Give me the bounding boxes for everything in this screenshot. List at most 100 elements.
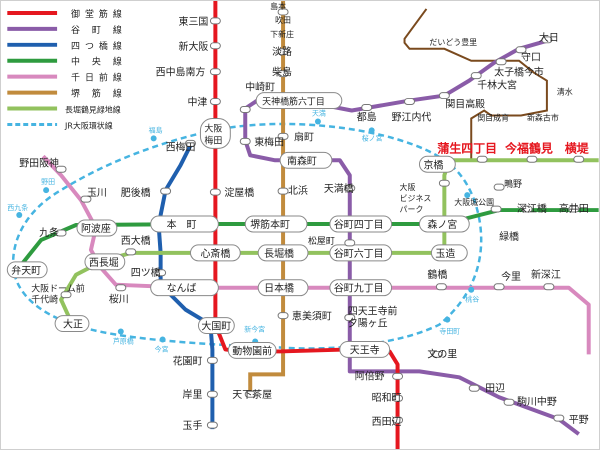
station-label-nagahoribashi: 長堀橋 bbox=[264, 247, 294, 260]
station-tick-noe bbox=[404, 98, 415, 106]
station-label-shitennoji-1: 四天王寺前 bbox=[348, 305, 398, 318]
station-tick-yotsubashi bbox=[155, 269, 167, 277]
labels-sakaisuji: 島本 吹田 下新庄 淡路 柴島 天神橋筋六丁目 扇町 南森町 北浜 堺筋本町 長… bbox=[232, 1, 332, 401]
station-marker-umeda[interactable] bbox=[199, 117, 231, 149]
station-tick-kujo bbox=[55, 229, 67, 237]
station-tick-moriguchi bbox=[515, 46, 527, 54]
station-label-nakatsu: 中津 bbox=[188, 96, 208, 109]
labels-yotsubashi: 西梅田 肥後橋 四ツ橋 花園町 岸里 玉手 bbox=[121, 140, 203, 432]
station-label-tanimachi6: 谷町六丁目 bbox=[334, 248, 384, 260]
station-marker-daikokucho[interactable] bbox=[197, 317, 235, 335]
station-marker-tanimachi4[interactable] bbox=[329, 215, 393, 233]
station-label-osakajo: 大阪城公園 bbox=[454, 197, 494, 207]
station-tick-abeno bbox=[392, 372, 404, 380]
jr-station-ashiharabashi bbox=[117, 328, 124, 335]
station-label-ebisucho: 恵美須町 bbox=[292, 310, 332, 323]
station-markers bbox=[6, 92, 470, 359]
station-label-sekime-seiiku: 関目成育 bbox=[477, 112, 509, 122]
station-tick-shimamoto bbox=[277, 8, 289, 16]
station-marker-shinsaibashi[interactable] bbox=[189, 244, 241, 262]
station-marker-bentencho[interactable] bbox=[6, 261, 48, 279]
jr-label-temma: 天満 bbox=[312, 109, 326, 117]
station-label-minamimorimachi: 南森町 bbox=[287, 154, 317, 167]
station-label-nipponbashi: 日本橋 bbox=[264, 282, 294, 295]
station-tick-ebisucho bbox=[277, 312, 289, 320]
station-tick-yokozutsumi bbox=[573, 155, 585, 163]
station-label-bentencho: 弁天町 bbox=[11, 264, 41, 277]
station-tick-showacho bbox=[392, 394, 404, 402]
station-tick-takaida bbox=[568, 205, 580, 213]
station-label-shigino: 鴫野 bbox=[504, 178, 522, 190]
station-label-noda: 野田阪神 bbox=[19, 156, 59, 169]
station-label-dydo: だいどう豊里 bbox=[429, 37, 477, 47]
legend-item-midosuji: 御堂筋線 bbox=[7, 8, 122, 20]
station-marker-nishinagahori[interactable] bbox=[84, 253, 126, 271]
station-tick-higashiumeda bbox=[239, 137, 251, 145]
station-marker-minamimorimachi[interactable] bbox=[279, 151, 333, 169]
station-tick-shitennoji bbox=[344, 314, 356, 322]
station-label-tamatsukuri: 玉造 bbox=[435, 247, 455, 260]
station-label-shinmoriguchi: 新森古市 bbox=[527, 112, 559, 122]
station-label-domemae-1: 大阪ドーム前 bbox=[31, 283, 84, 295]
station-label-tamade: 玉手 bbox=[183, 419, 203, 432]
station-marker-namba[interactable] bbox=[150, 279, 219, 297]
station-tick-nishinakajima bbox=[209, 68, 221, 76]
station-marker-tamatsukuri[interactable] bbox=[430, 244, 468, 262]
jr-label-noda: 野田 bbox=[41, 178, 55, 186]
station-marker-awaza[interactable] bbox=[76, 219, 118, 237]
station-marker-tennoji[interactable] bbox=[339, 340, 391, 358]
station-marker-dobutsuen[interactable] bbox=[227, 341, 277, 359]
station-marker-morinomiya[interactable] bbox=[418, 215, 470, 233]
station-tick-nakatsu bbox=[209, 98, 221, 106]
station-label-higashiumeda: 東梅田 bbox=[254, 135, 284, 148]
station-tick-ogimachi bbox=[277, 132, 289, 140]
station-label-ogimachi: 扇町 bbox=[294, 130, 314, 143]
jr-station-fukushima bbox=[150, 135, 157, 142]
highlight-yokozutsumi: 横堤 bbox=[565, 140, 590, 155]
highlight-gamo: 蒲生四丁目 bbox=[437, 140, 497, 155]
keihan-line bbox=[403, 8, 548, 161]
station-label-nakazakicho: 中崎町 bbox=[245, 81, 275, 94]
station-tick-hanazonocho bbox=[206, 356, 218, 364]
station-label-dainichi: 大日 bbox=[539, 31, 559, 44]
station-marker-tanimachi6[interactable] bbox=[329, 244, 393, 262]
station-tick-taishibashi bbox=[495, 58, 507, 66]
jr-label-sakuranomiya: 桜ノ宮 bbox=[362, 133, 383, 142]
station-label-midoribashi: 緑橋 bbox=[499, 230, 519, 243]
station-marker-sakaisujihonmachi[interactable] bbox=[244, 215, 308, 233]
station-label-nishitanabe: 西田辺 bbox=[372, 416, 402, 428]
legend-label-tanimachi: 谷町線 bbox=[71, 24, 134, 36]
station-marker-taisho[interactable] bbox=[54, 315, 90, 333]
station-marker-honmachi[interactable] bbox=[150, 215, 219, 233]
jr-label-teradacho: 寺田町 bbox=[439, 328, 460, 336]
station-label-tenmabashi: 天満橋 bbox=[324, 182, 354, 195]
jr-label-imamiya: 今宮 bbox=[155, 344, 169, 353]
station-tick-higashimikuni bbox=[209, 17, 221, 25]
station-label-nishiohashi: 西大橋 bbox=[121, 234, 151, 247]
station-tick-senbayashi bbox=[470, 72, 482, 80]
station-tick-tamagawa bbox=[80, 195, 92, 203]
station-marker-nipponbashi[interactable] bbox=[257, 279, 309, 297]
station-tick-dainichi bbox=[541, 36, 553, 44]
jr-station-temma bbox=[314, 118, 321, 125]
station-marker-kyobashi[interactable] bbox=[418, 155, 456, 173]
legend-item-jr-loop: JR大阪環状線 bbox=[7, 120, 113, 130]
station-tick-nishiohashi bbox=[125, 248, 137, 256]
station-marker-nagahoribashi[interactable] bbox=[257, 244, 309, 262]
labels-tanimachi: 東梅田 中崎町 天満橋 谷町四丁目 松屋町 谷町六丁目 谷町九丁目 四天王寺前 … bbox=[245, 31, 588, 428]
station-marker-tenjinbashi[interactable] bbox=[255, 92, 343, 110]
station-tick-kitahama bbox=[277, 187, 289, 195]
station-label-noe: 野江内代 bbox=[392, 110, 432, 123]
legend-label-chuo: 中央線 bbox=[71, 56, 134, 68]
station-marker-tanimachi9[interactable] bbox=[329, 279, 393, 297]
jr-station-teradacho bbox=[444, 316, 451, 323]
legend-item-chuo: 中央線 bbox=[7, 56, 134, 68]
jr-station-noda bbox=[43, 187, 50, 194]
legend-label-nagahori: 長堀鶴見緑地線 bbox=[65, 105, 121, 115]
station-label-kamishinjo: 柴島 bbox=[272, 66, 292, 79]
station-tick-sakuragawa bbox=[115, 284, 127, 292]
station-tick-domemae bbox=[60, 291, 72, 299]
station-tick-sekime bbox=[438, 92, 450, 100]
station-label-nishiumeda: 西梅田 bbox=[166, 140, 196, 153]
